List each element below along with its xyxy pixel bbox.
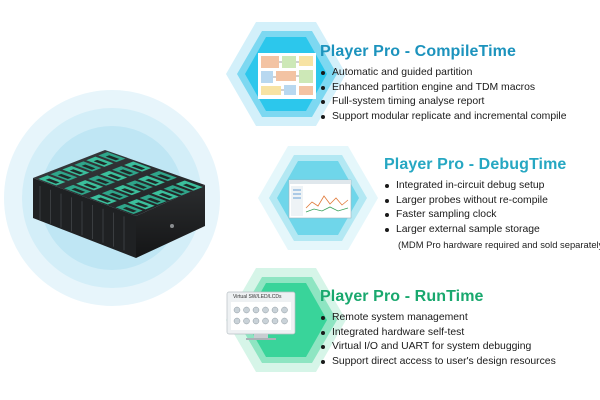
board-chip [133, 183, 148, 189]
board-chip [83, 183, 98, 189]
debugtime-features: Integrated in-circuit debug setup Larger… [384, 179, 600, 237]
feature-item: Automatic and guided partition [320, 66, 567, 81]
feature-item: Integrated in-circuit debug setup [384, 179, 600, 194]
virtual-led-indicator [252, 306, 260, 314]
virtual-led-indicator [281, 306, 288, 314]
compiletime-title: Player Pro - CompileTime [320, 43, 516, 60]
virtual-led-indicator [243, 306, 250, 314]
virtual-led-indicator [233, 306, 241, 314]
feature-item: Support modular replicate and incrementa… [320, 110, 567, 125]
virtual-led-indicator [252, 317, 260, 325]
virtual-led-indicator [262, 317, 269, 325]
board-chip [170, 188, 185, 194]
board-chip [119, 169, 134, 175]
board-chip [71, 188, 86, 194]
feature-item: Larger external sample storage [384, 223, 600, 238]
feature-item: Remote system management [320, 311, 556, 326]
board-chip [45, 178, 60, 184]
runtime-features: Remote system management Integrated hard… [320, 311, 556, 369]
partition-diagram-icon [258, 53, 316, 99]
virtual-led-indicator [233, 317, 241, 325]
debug-window-icon [288, 179, 352, 219]
board-chip [105, 155, 120, 161]
board-chip [121, 188, 136, 194]
feature-item: Integrated hardware self-test [320, 326, 556, 341]
board-chip [93, 159, 108, 166]
feature-item: Full-system timing analyse report [320, 95, 567, 110]
virtual-led-indicator [281, 317, 288, 325]
board-chip [146, 197, 161, 203]
board-chip [81, 164, 96, 170]
board-chip [131, 164, 146, 170]
board-chip [107, 174, 122, 180]
feature-item: Faster sampling clock [384, 208, 600, 223]
runtime-title: Player Pro - RunTime [320, 288, 484, 305]
monitor-icon [226, 291, 296, 340]
feature-item: Larger probes without re-compile [384, 194, 600, 209]
board-chip [157, 174, 172, 180]
compiletime-features: Automatic and guided partition Enhanced … [320, 66, 567, 124]
board-chip [57, 173, 72, 180]
board-chip [145, 178, 160, 185]
board-chip [95, 178, 110, 184]
feature-item: Support direct access to user's design r… [320, 355, 556, 370]
hardware-chassis-image [33, 150, 205, 258]
debugtime-title: Player Pro - DebugTime [384, 156, 567, 173]
debugtime-section: Player Pro - DebugTime Integrated in-cir… [384, 156, 600, 250]
board-chip [109, 192, 124, 199]
compile-hexagon [226, 22, 346, 126]
runtime-section: Player Pro - RunTime Remote system manag… [320, 288, 556, 369]
debugtime-note: (MDM Pro hardware required and sold sepa… [398, 239, 600, 251]
board-chip [122, 207, 137, 213]
run-hexagon [226, 268, 346, 372]
board-chip [134, 202, 149, 208]
virtual-led-indicator [271, 306, 279, 314]
monitor-screen-label: Virtual SW/LED/LCDs [233, 294, 282, 300]
board-chip [69, 169, 84, 175]
debug-hexagon [258, 146, 378, 250]
feature-item: Enhanced partition engine and TDM macros [320, 81, 567, 96]
feature-item: Virtual I/O and UART for system debuggin… [320, 340, 556, 355]
compiletime-section: Player Pro - CompileTime Automatic and g… [320, 43, 567, 124]
board-chip [158, 193, 173, 199]
virtual-led-indicator [271, 317, 279, 325]
board-chip [97, 197, 112, 203]
board-chip [182, 183, 197, 189]
virtual-led-indicator [243, 317, 250, 325]
virtual-led-indicator [262, 306, 269, 314]
